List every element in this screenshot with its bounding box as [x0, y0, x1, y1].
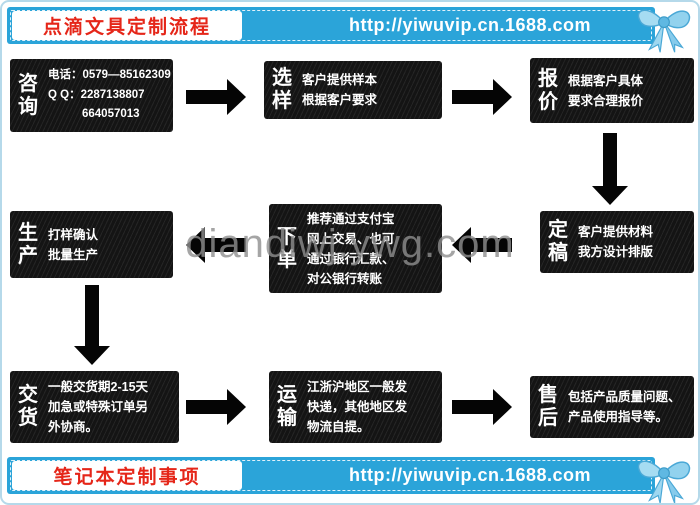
header-bar: 点滴文具定制流程 http://yiwuvip.cn.1688.com — [7, 7, 655, 44]
order-line-2: 网上交易、也可 — [307, 231, 395, 246]
arrow-7-right-icon — [186, 389, 246, 425]
step-details-transport: 江浙沪地区一般发 快递，其他地区发 物流自提。 — [307, 377, 407, 437]
quote-line-2: 要求合理报价 — [568, 93, 644, 108]
arrow-3-down-icon — [591, 133, 629, 205]
arrow-8-right-icon — [452, 389, 512, 425]
consult-phone-line: 电话：0579—85162309 — [48, 69, 171, 82]
footer-url-link[interactable]: http://yiwuvip.cn.1688.com — [348, 465, 592, 485]
step-label-quote: 报价 — [538, 67, 558, 113]
deliver-line-2: 加急或特殊订单另 — [48, 400, 149, 414]
consult-qq2-line: 664057013 — [82, 108, 140, 121]
step-label-aftersale: 售后 — [538, 384, 558, 429]
aftersale-line-2: 产品使用指导等。 — [568, 410, 669, 424]
watermark-text: diandiwj.ywg.com — [185, 222, 515, 266]
step-box-produce: 生产 打样确认 批量生产 — [10, 211, 173, 278]
step-box-aftersale: 售后 包括产品质量问题、 产品使用指导等。 — [530, 376, 694, 438]
step-label-produce: 生产 — [18, 221, 38, 267]
step-label-deliver: 交货 — [18, 384, 38, 429]
step-details-order: 推荐通过支付宝 网上交易、也可 通过银行汇款、 对公银行转账 — [307, 209, 395, 289]
consult-qq-line: Q Q：2287138807 — [48, 88, 145, 101]
step-box-sample: 选样 客户提供样本 根据客户要求 — [264, 61, 442, 119]
footer-title: 笔记本定制事项 — [12, 461, 242, 490]
step-box-order: 下单 推荐通过支付宝 网上交易、也可 通过银行汇款、 对公银行转账 — [269, 204, 442, 293]
step-label-order: 下单 — [277, 225, 297, 271]
arrow-2-right-icon — [452, 79, 512, 115]
step-details-finalize: 客户提供材料 我方设计排版 — [578, 222, 653, 262]
ribbon-bow-icon — [632, 453, 696, 503]
step-label-consult: 咨询 — [18, 72, 38, 118]
arrow-6-down-icon — [73, 285, 111, 365]
step-box-deliver: 交货 一般交货期2-15天 加急或特殊订单另 外协商。 — [10, 371, 179, 443]
step-details-produce: 打样确认 批量生产 — [48, 225, 98, 265]
step-details-sample: 客户提供样本 根据客户要求 — [302, 70, 377, 110]
aftersale-line-1: 包括产品质量问题、 — [568, 390, 681, 404]
step-details-quote: 根据客户具体 要求合理报价 — [568, 71, 643, 111]
step-details-deliver: 一般交货期2-15天 加急或特殊订单另 外协商。 — [48, 377, 148, 437]
footer-bar: 笔记本定制事项 http://yiwuvip.cn.1688.com — [7, 457, 655, 494]
quote-line-1: 根据客户具体 — [568, 73, 644, 88]
sample-line-1: 客户提供样本 — [302, 73, 378, 87]
sample-line-2: 根据客户要求 — [302, 93, 378, 107]
step-box-finalize: 定稿 客户提供材料 我方设计排版 — [540, 211, 694, 273]
page-title: 点滴文具定制流程 — [12, 11, 242, 40]
step-label-transport: 运输 — [277, 384, 297, 429]
order-line-1: 推荐通过支付宝 — [307, 211, 395, 226]
step-box-consult: 咨询 电话：0579—85162309 Q Q：2287138807 66405… — [10, 59, 173, 132]
transport-line-1: 江浙沪地区一般发 — [307, 380, 408, 394]
order-line-3: 通过银行汇款、 — [307, 251, 395, 266]
step-label-sample: 选样 — [272, 67, 292, 112]
arrow-1-right-icon — [186, 79, 246, 115]
step-label-finalize: 定稿 — [548, 219, 568, 264]
deliver-line-3: 外协商。 — [48, 420, 99, 434]
step-details-consult: 电话：0579—85162309 Q Q：2287138807 66405701… — [48, 66, 171, 125]
deliver-line-1: 一般交货期2-15天 — [48, 380, 149, 394]
finalize-line-1: 客户提供材料 — [578, 225, 654, 239]
header-url-link[interactable]: http://yiwuvip.cn.1688.com — [348, 15, 592, 35]
transport-line-2: 快递，其他地区发 — [307, 400, 408, 414]
order-line-4: 对公银行转账 — [307, 271, 383, 286]
step-box-quote: 报价 根据客户具体 要求合理报价 — [530, 58, 694, 123]
transport-line-3: 物流自提。 — [307, 420, 370, 434]
produce-line-2: 批量生产 — [48, 247, 99, 262]
step-details-aftersale: 包括产品质量问题、 产品使用指导等。 — [568, 387, 681, 427]
step-box-transport: 运输 江浙沪地区一般发 快递，其他地区发 物流自提。 — [269, 371, 442, 443]
ribbon-bow-icon — [632, 2, 696, 54]
arrow-4-left-icon — [452, 227, 512, 263]
finalize-line-2: 我方设计排版 — [578, 245, 654, 259]
produce-line-1: 打样确认 — [48, 227, 99, 242]
arrow-5-left-icon — [186, 227, 246, 263]
